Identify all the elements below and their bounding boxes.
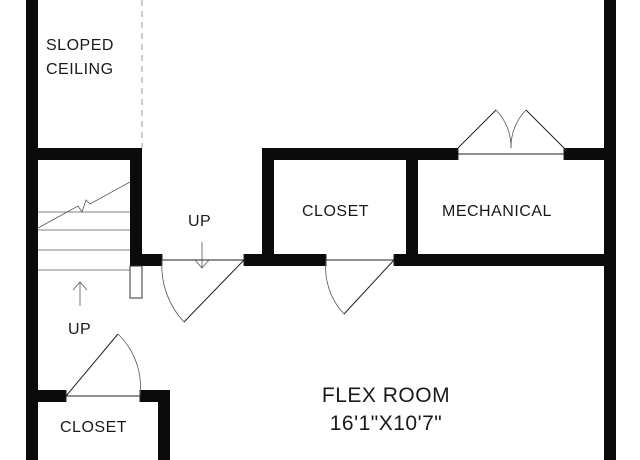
wall-left-upper (26, 0, 38, 148)
label-up-left: UP (68, 321, 91, 338)
up-arrow-center-icon (194, 242, 210, 269)
label-closet-center: CLOSET (302, 203, 369, 220)
staircase (37, 181, 143, 299)
wall-closet-top (262, 148, 458, 160)
label-mechanical: MECHANICAL (442, 203, 552, 220)
wall-bottom-closet-right (158, 390, 170, 460)
walls (26, 0, 616, 460)
wall-stair-right (130, 148, 142, 266)
mechanical-double-door (457, 109, 565, 160)
wall-left-lower (26, 148, 38, 460)
closet-door-bottom-left (65, 333, 141, 402)
label-sloped-line1: SLOPED (46, 37, 114, 54)
wall-closet-left (262, 148, 274, 266)
wall-bottom-right-span (394, 254, 616, 266)
closet-door-center (325, 254, 395, 315)
wall-bottom-closet-top-left (26, 390, 66, 402)
label-flex-room-dimensions: 16'1"X10'7" (330, 412, 443, 435)
wall-stair-top (26, 148, 142, 160)
stair-door (161, 254, 245, 323)
wall-stair-stub (130, 254, 162, 266)
wall-mech-top-right (564, 148, 616, 160)
label-up-center: UP (188, 213, 211, 230)
label-flex-room: FLEX ROOM (322, 384, 450, 407)
wall-closet-mech-divider (406, 148, 418, 266)
wall-closet-bottom-left-stub (244, 254, 326, 266)
label-closet-bottom-left: CLOSET (60, 419, 127, 436)
up-arrow-left-icon (72, 281, 88, 306)
wall-right-exterior (604, 0, 616, 460)
label-sloped-line2: CEILING (46, 61, 114, 78)
